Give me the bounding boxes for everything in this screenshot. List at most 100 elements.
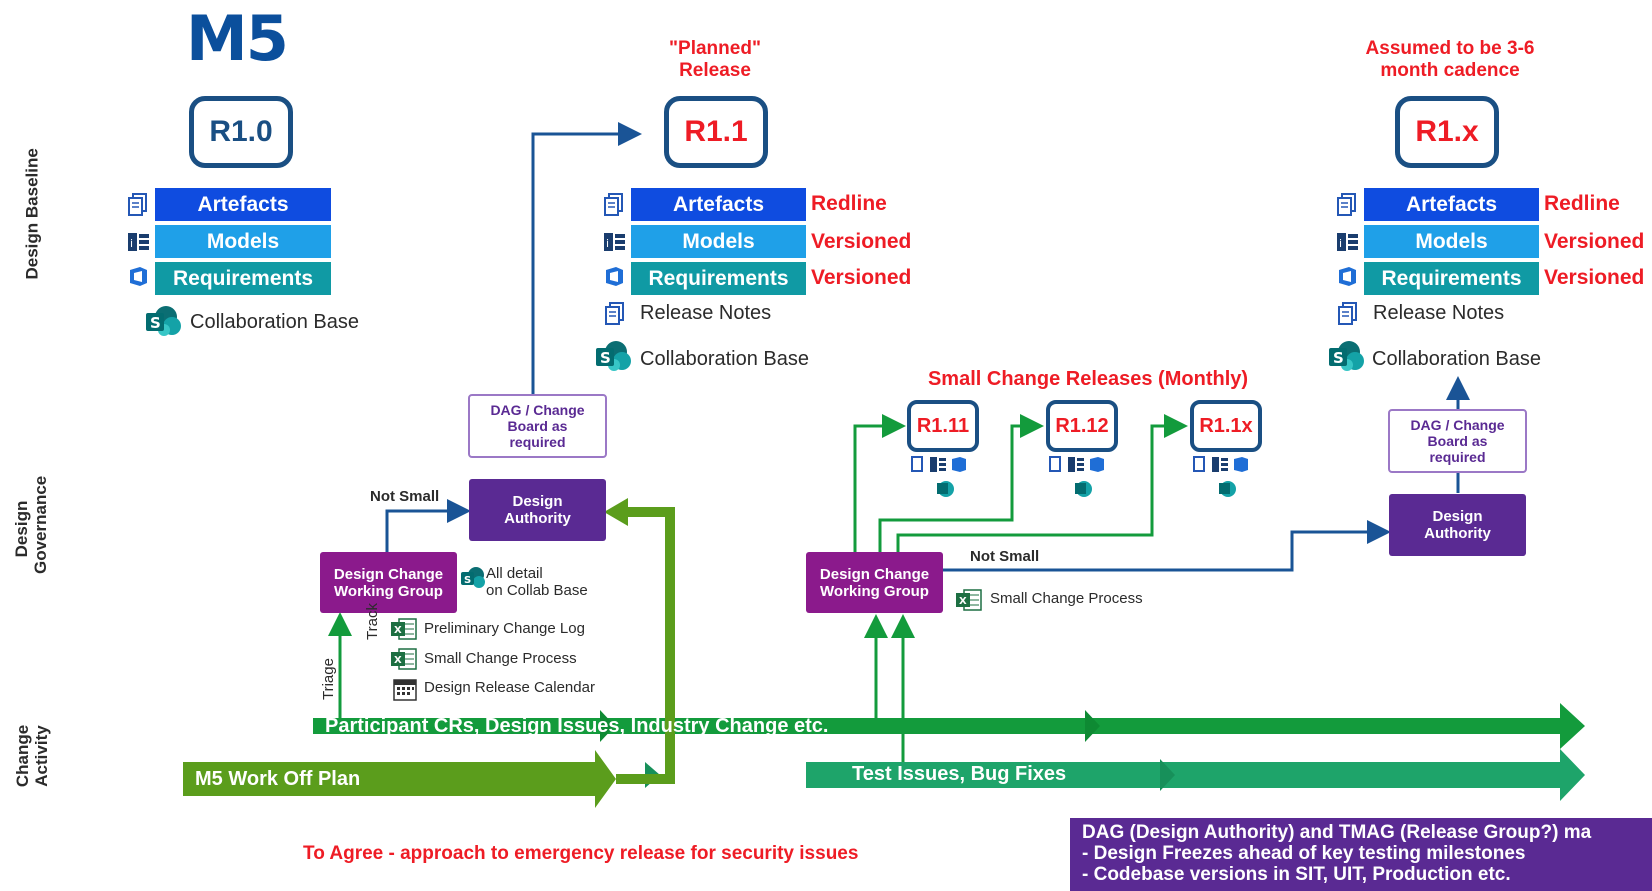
devops-icon [602,265,626,289]
authority-right-line1: Design [1432,508,1483,525]
small-change-title: Small Change Releases (Monthly) [927,368,1249,390]
svg-text:i: i [1339,237,1342,250]
excel-icon: X [955,588,983,612]
design-change-wg-left: Design Change Working Group [320,552,457,613]
olive-loop [616,507,675,784]
svg-text:S: S [464,575,471,586]
row-label-baseline: Design Baseline [22,148,42,280]
test-arrow [806,749,1585,801]
all-detail-collab: All detail on Collab Base [486,565,588,599]
r1x-artefacts-status: Redline [1544,192,1620,215]
test-issues-label: Test Issues, Bug Fixes [852,763,1067,785]
r10-requirements: Requirements [155,262,331,295]
r11-heading: "Planned" Release [650,38,780,82]
participant-arrow-mid2 [1085,710,1100,742]
note-line3: - Codebase versions in SIT, UIT, Product… [1082,864,1511,885]
release-r11: R1.1 [664,96,768,168]
governance-line1: Design [12,500,31,558]
note-line1: DAG (Design Authority) and TMAG (Release… [1082,822,1592,843]
not-small-left: Not Small [370,488,440,505]
model-database-icon: i [603,230,627,254]
participant-arrow [313,703,1585,749]
mini-artefact-icons [908,455,984,501]
r1x-models-status: Versioned [1544,230,1645,253]
wg-line1: Design Change [333,565,444,583]
svg-text:S: S [1333,349,1344,367]
r1x-collab-base: Collaboration Base [1372,348,1541,370]
mini-artefact-icons [1046,455,1122,501]
sharepoint-icon: S [594,340,632,372]
r11-heading-line2: Release [679,60,751,81]
model-database-icon: i [1336,230,1360,254]
r1x-artefacts: Artefacts [1364,188,1539,221]
release-notes-icon [604,301,626,327]
r1x-heading-line2: month cadence [1380,60,1520,81]
m5-logo: M5 [186,2,289,75]
test-arrow-mid1 [1160,759,1175,791]
svg-text:S: S [150,314,161,332]
release-r111: R1.11 [907,400,979,452]
sharepoint-icon: S [1327,340,1365,372]
excel-icon: X [390,647,418,671]
dag-line1: DAG / Change [490,402,585,418]
row-label-governance: Design Governance [12,476,50,574]
sharepoint-icon: S [460,566,486,590]
svg-text:X: X [394,625,402,636]
document-icon [603,192,625,218]
calendar-icon [392,676,418,702]
dag-line3: required [509,434,566,450]
authority-right-line2: Authority [1424,525,1491,542]
triage-label: Triage [320,658,337,700]
design-release-calendar: Design Release Calendar [424,679,595,696]
svg-text:i: i [130,237,133,250]
r1x-models: Models [1364,225,1539,258]
r11-requirements-status: Versioned [811,266,912,289]
design-change-wg-right: Design Change Working Group [806,552,943,613]
track-label: Track [364,603,381,640]
svg-text:S: S [600,349,611,367]
model-database-icon: i [127,230,151,254]
dag-change-board-left: DAG / Change Board as required [468,394,607,458]
workoff-plan-label: M5 Work Off Plan [195,768,361,790]
preliminary-change-log: Preliminary Change Log [424,620,585,637]
svg-text:X: X [394,655,402,666]
design-authority-right: Design Authority [1389,494,1526,556]
wg-right-line1: Design Change [819,565,930,583]
authority-line1: Design [512,493,563,510]
workoff-arrow [183,750,616,808]
not-small-right: Not Small [970,548,1040,565]
design-authority-left: Design Authority [469,479,606,541]
r1x-requirements-status: Versioned [1544,266,1645,289]
participant-crs-label: Participant CRs, Design Issues, Industry… [325,715,829,737]
small-change-process-right: Small Change Process [990,590,1143,607]
release-r10: R1.0 [189,96,293,168]
r1x-requirements: Requirements [1364,262,1539,295]
dag-tmag-note: DAG (Design Authority) and TMAG (Release… [1070,818,1652,891]
release-notes-icon [1337,301,1359,327]
r11-requirements: Requirements [631,262,806,295]
r11-artefacts-status: Redline [811,192,887,215]
dag-right-line2: Board as [1427,433,1488,449]
devops-icon [1335,265,1359,289]
r1x-release-notes: Release Notes [1373,302,1505,324]
to-agree-note: To Agree - approach to emergency release… [303,843,859,864]
document-icon [1336,192,1358,218]
wg-line2: Working Group [334,582,443,600]
all-detail-line1: All detail [486,565,543,582]
dag-right-line1: DAG / Change [1410,417,1505,433]
activity-line2: Activity [32,725,51,787]
dag-right-line3: required [1429,449,1486,465]
r11-models-status: Versioned [811,230,912,253]
dag-line2: Board as [507,418,568,434]
release-r1x: R1.x [1395,96,1499,168]
svg-text:X: X [959,596,967,607]
authority-line2: Authority [504,510,571,527]
activity-line1: Change [13,724,32,788]
r10-models: Models [155,225,331,258]
release-r11x: R1.1x [1190,400,1262,452]
row-label-activity: Change Activity [13,716,51,796]
r11-collab-base: Collaboration Base [640,348,809,370]
participant-arrow-mid1 [600,710,615,742]
r10-artefacts: Artefacts [155,188,331,221]
dag-change-board-right: DAG / Change Board as required [1388,409,1527,473]
